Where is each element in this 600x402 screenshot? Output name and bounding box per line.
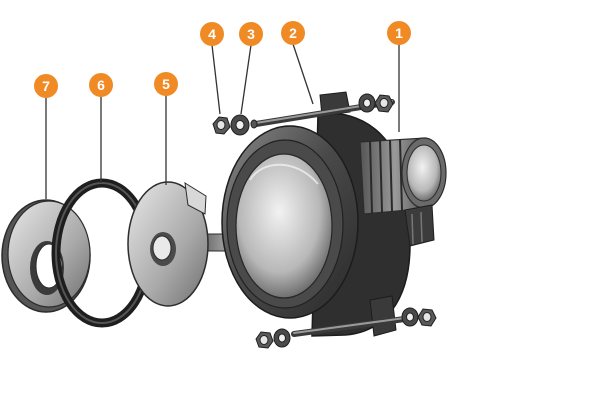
pump-housing (221, 91, 447, 337)
callout-badge (89, 73, 113, 97)
washer (401, 307, 419, 327)
callout-6: 6 (89, 73, 113, 97)
callout-5: 5 (154, 72, 178, 96)
nut (212, 116, 231, 135)
leader-line-4 (211, 44, 221, 115)
bolt-bottom (291, 315, 415, 337)
nut (255, 331, 274, 349)
callout-badge (34, 74, 58, 98)
callout-3: 3 (239, 22, 263, 46)
callout-badge (281, 21, 305, 45)
callout-badge (387, 21, 411, 45)
threaded-port (359, 137, 447, 247)
callout-number: 1 (395, 25, 403, 41)
callout-1: 1 (387, 21, 411, 45)
washer (358, 93, 376, 113)
fasteners (212, 93, 437, 349)
leader-line-2 (292, 43, 314, 105)
callout-2: 2 (281, 21, 305, 45)
leader-lines (45, 43, 400, 199)
callout-7: 7 (34, 74, 58, 98)
nut (417, 308, 437, 327)
callout-badge (200, 22, 224, 46)
seal-plate (1, 199, 91, 313)
callout-number: 7 (42, 78, 50, 94)
callout-4: 4 (200, 22, 224, 46)
leader-line-3 (240, 44, 252, 115)
callout-number: 4 (208, 26, 216, 42)
callout-number: 2 (289, 25, 297, 41)
washer (273, 328, 291, 348)
callout-badges: 1 2 3 4 5 6 7 (34, 21, 411, 98)
callout-number: 6 (97, 77, 105, 93)
callout-number: 5 (162, 76, 170, 92)
washer (230, 114, 250, 136)
callout-number: 3 (247, 26, 255, 42)
nut (374, 94, 394, 113)
callout-badge (239, 22, 263, 46)
callout-badge (154, 72, 178, 96)
